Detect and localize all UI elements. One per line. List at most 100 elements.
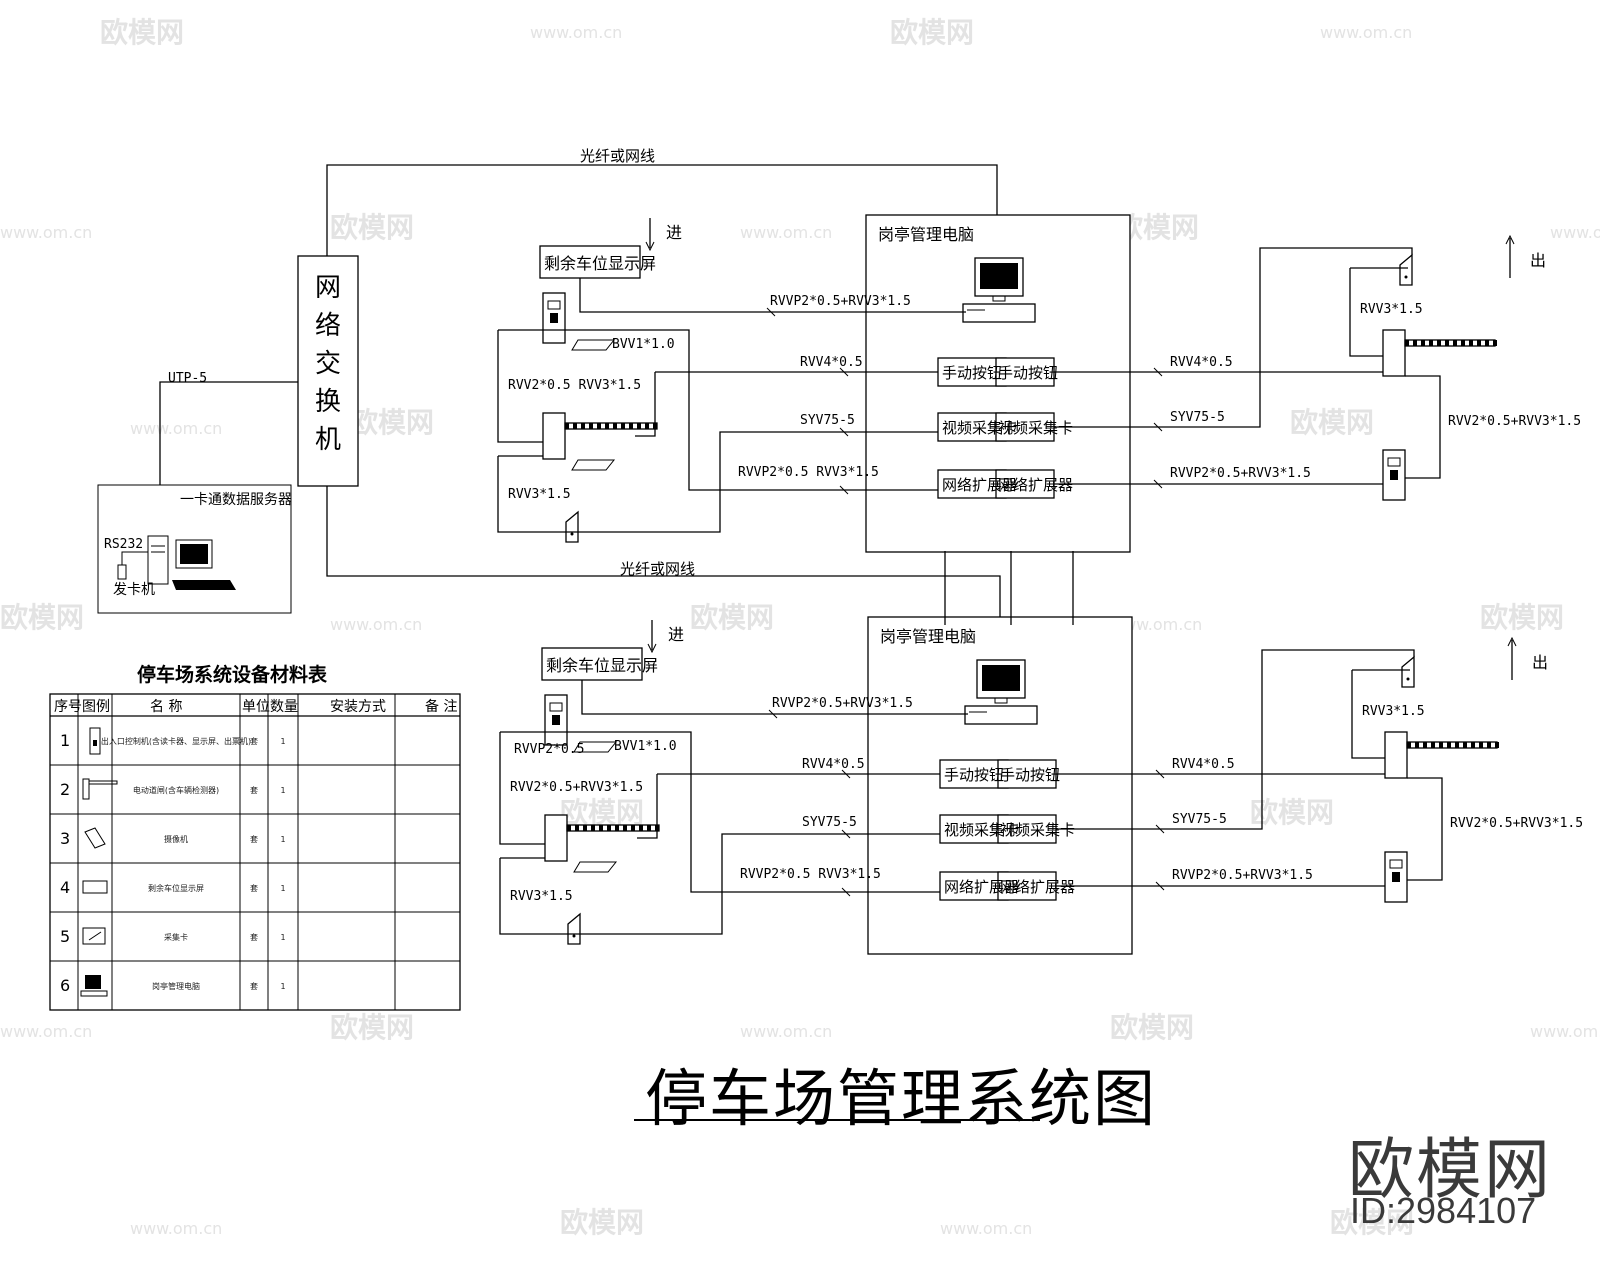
cable-exp-left: RVVP2*0.5 RVV3*1.5 [738,465,879,480]
rs232-label: RS232 [104,537,143,552]
computer-icon [964,659,1038,725]
watermark-site: www.om.cn [130,419,222,438]
computer-icon [80,975,108,997]
switch-label-char: 络 [315,311,341,341]
camera-icon [1401,655,1415,688]
booth-label: 岗亭管理电脑 [878,225,974,244]
cable-rvv4-right: RVV4*0.5 [1170,355,1233,370]
lower-subsystem: 岗亭管理电脑手动按钮手动按钮视频采集卡视频采集卡网络扩展器网络扩展器剩余车位显示… [499,616,1583,955]
watermark-layer: 欧模网欧模网欧模网欧模网欧模网欧模网欧模网欧模网欧模网欧模网欧模网欧模网欧模网欧… [0,16,1600,1239]
entry-label: 进 [666,223,682,242]
watermark-site: www.om.cn [1320,23,1412,42]
watermark-brand: 欧模网 [1290,406,1374,439]
table-row-unit: 套 [250,883,258,893]
cable-display: RVVP2*0.5+RVV3*1.5 [772,696,913,711]
video-capture-module-label: 视频采集卡 [944,821,1019,839]
parking-display-icon [541,647,643,681]
cable-rvv3-left: RVV3*1.5 [510,889,573,904]
watermark-site: www.om.cn [0,1022,92,1041]
switch-label: 网络交换机 [315,273,341,455]
cable-bvv: BVV1*1.0 [612,337,675,352]
table-row-no: 1 [60,731,70,750]
table-header: 安装方式 [330,699,386,715]
watermark-brand: 欧模网 [560,796,644,829]
watermark-brand: 欧模网 [690,601,774,634]
switch-label-char: 网 [315,273,341,303]
table-header: 图例 [82,699,110,715]
watermark-site: www.om.cn [740,1022,832,1041]
cable-syv-left: SYV75-5 [800,413,855,428]
table-row-qty: 1 [280,884,285,893]
table-row-name: 摄像机 [164,834,188,844]
table-row-no: 4 [60,878,70,897]
video-capture-module-label-dup: 视频采集卡 [1000,821,1075,839]
manual-button-module [937,357,1007,387]
watermark-brand: 欧模网 [890,16,974,49]
watermark-brand: 欧模网 [330,211,414,244]
cable-syv-left: SYV75-5 [802,815,857,830]
watermark-brand: 欧模网 [1250,796,1334,829]
table-row-unit: 套 [250,785,258,795]
watermark-site: www.om.cn [740,223,832,242]
table-row-name: 采集卡 [164,932,188,942]
manual-button-module [939,759,1009,789]
table-row-qty: 1 [280,835,285,844]
barrier-gate-icon [82,778,118,800]
cable-rvv4-left: RVV4*0.5 [802,757,865,772]
server-label: 一卡通数据服务器 [180,492,292,508]
cable-exp-right: RVVP2*0.5+RVV3*1.5 [1172,868,1313,883]
watermark-site: www.om.cn [130,1219,222,1238]
network-expander-module-label: 网络扩展器 [944,878,1019,896]
video-capture-module-label-dup: 视频采集卡 [998,419,1073,437]
table-row-qty: 1 [280,786,285,795]
table-row-no: 5 [60,927,70,946]
table-row-no: 3 [60,829,70,848]
barrier-gate-icon [1384,731,1499,779]
watermark-brand: 欧模网 [330,1011,414,1044]
camera-icon [567,912,581,945]
table-row-unit: 套 [250,932,258,942]
exit-label: 出 [1532,653,1548,672]
camera-icon [565,510,579,543]
table-row-name: 出入口控制机(含读卡器、显示屏、出票机) [101,736,251,746]
card-server [97,381,298,614]
cable-rvv4-right: RVV4*0.5 [1172,757,1235,772]
watermark-site: www.om.cn [0,223,92,242]
fiber-label-top: 光纤或网线 [580,147,655,165]
cable-syv-right: SYV75-5 [1170,410,1225,425]
computer-icon [962,257,1036,323]
display-board-icon [82,880,108,894]
table-row-no: 2 [60,780,70,799]
parking-display-label: 剩余车位显示屏 [546,656,658,675]
diagram-title: 停车场管理系统图 [645,1062,1158,1135]
table-header: 名 称 [150,699,182,715]
upper-subsystem: 岗亭管理电脑手动按钮手动按钮视频采集卡视频采集卡网络扩展器网络扩展器剩余车位显示… [497,214,1581,553]
watermark-site: www.om.cn [530,23,622,42]
cable-rvv3-left: RVV3*1.5 [508,487,571,502]
watermark-brand: 欧模网 [0,601,84,634]
booth-interlinks [944,551,1074,625]
switch-label-char: 机 [315,425,341,455]
watermark-brand: 欧模网 [1480,601,1564,634]
cable-rvv4-left: RVV4*0.5 [800,355,863,370]
capture-card-icon [82,927,106,945]
table-header: 序号 [54,699,82,715]
fiber-label-bottom: 光纤或网线 [620,560,695,578]
barrier-gate-icon [542,412,658,460]
watermark-site: www.om.cn [1530,1022,1600,1041]
watermark-brand: 欧模网 [1330,1206,1414,1239]
uplink-label: UTP-5 [168,371,207,386]
cable-rvv3-right: RVV3*1.5 [1362,704,1425,719]
manual-button-module-label: 手动按钮 [942,364,1002,382]
watermark-brand: 欧模网 [1110,1011,1194,1044]
table-title: 停车场系统设备材料表 [137,663,328,686]
cable-rvv3-right: RVV3*1.5 [1360,302,1423,317]
cable-syv-right: SYV75-5 [1172,812,1227,827]
exit-label: 出 [1530,251,1546,270]
cable-right-vertical: RVV2*0.5+RVV3*1.5 [1450,816,1583,831]
network-expander-module-label-dup: 网络扩展器 [1000,878,1075,896]
video-capture-module-label: 视频采集卡 [942,419,1017,437]
watermark-site: www.om.cn [1550,223,1600,242]
brand-id: ID:2984107 [1350,1190,1537,1231]
